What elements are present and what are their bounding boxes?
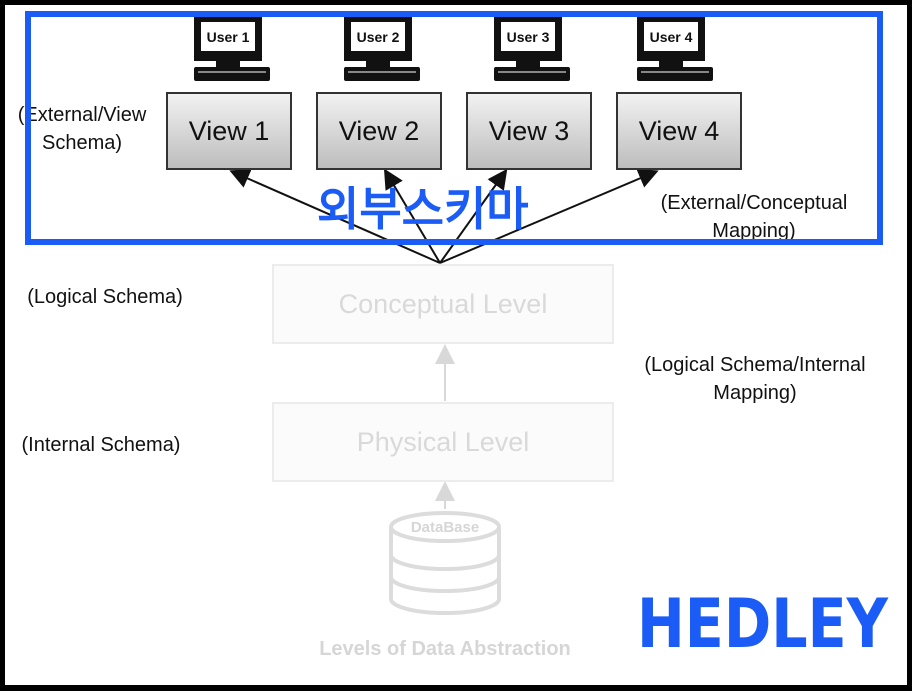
physical-level-box: Physical Level: [272, 402, 614, 482]
logical-schema-label: (Logical Schema): [27, 286, 183, 308]
monitor-icon: User 3: [494, 15, 562, 61]
user-monitor-3: User 3: [494, 15, 570, 83]
view-box-2: View 2: [316, 92, 442, 170]
external-conceptual-mapping-label: (External/Conceptual Mapping): [647, 189, 861, 245]
monitor-icon: User 4: [637, 15, 705, 61]
keyboard-icon: [344, 67, 420, 81]
arrow-to-view-1: [229, 169, 441, 264]
diagram-caption: Levels of Data Abstraction: [319, 638, 571, 660]
user-monitor-2: User 2: [344, 15, 420, 83]
view-box-1: View 1: [166, 92, 292, 170]
logical-internal-mapping-line1: (Logical Schema/Internal: [644, 354, 866, 376]
monitor-icon: User 2: [344, 15, 412, 61]
database-cylinder-icon: [389, 511, 501, 615]
user-monitor-4: User 4: [637, 15, 713, 83]
view-box-3: View 3: [466, 92, 592, 170]
view-box-4: View 4: [616, 92, 742, 170]
logical-internal-mapping-label: (Logical Schema/Internal Mapping): [627, 351, 883, 407]
user-label: User 1: [201, 22, 255, 51]
arrow-to-view-3: [439, 168, 508, 264]
monitor-icon: User 1: [194, 15, 262, 61]
internal-schema-label: (Internal Schema): [21, 434, 181, 456]
diagram-canvas: User 1 User 2 User 3 User 4 View 1 View …: [5, 5, 907, 685]
logical-internal-mapping-line2: Mapping): [713, 382, 797, 404]
arrow-to-view-2: [383, 168, 441, 264]
external-view-schema-line2: Schema): [41, 132, 123, 154]
external-schema-korean-title: 외부스키마: [317, 182, 529, 236]
external-conceptual-mapping-line1: (External/Conceptual: [660, 192, 848, 214]
conceptual-level-box: Conceptual Level: [272, 264, 614, 344]
keyboard-icon: [194, 67, 270, 81]
external-view-schema-line1: (External/View: [17, 104, 147, 126]
external-view-schema-label: (External/View Schema): [7, 101, 157, 157]
external-conceptual-mapping-line2: Mapping): [712, 220, 796, 242]
arrow-to-view-4: [439, 169, 659, 264]
user-label: User 2: [351, 22, 405, 51]
database-label: DataBase: [410, 519, 480, 536]
user-monitor-1: User 1: [194, 15, 270, 83]
highlight-frame: [25, 11, 883, 245]
connector-lines: [229, 168, 659, 509]
user-label: User 3: [501, 22, 555, 51]
keyboard-icon: [637, 67, 713, 81]
user-label: User 4: [644, 22, 698, 51]
brand-watermark: HEDLEY: [637, 585, 889, 664]
keyboard-icon: [494, 67, 570, 81]
